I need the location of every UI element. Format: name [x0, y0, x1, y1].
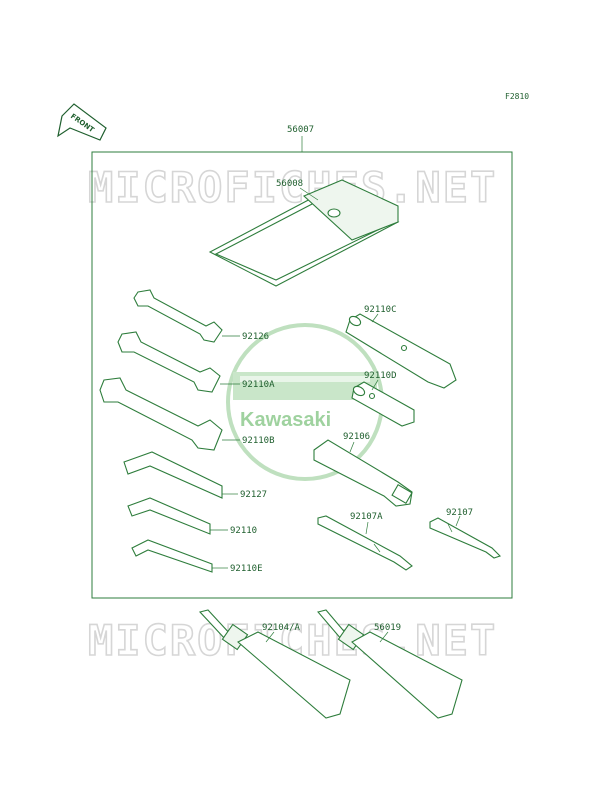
figure-code: F2810 [505, 92, 529, 101]
label-wrench-small: 92126 [242, 332, 269, 342]
front-arrow-icon: FRONT [57, 103, 107, 141]
wrench-small [133, 289, 223, 343]
label-driver-phillips: 92107 [446, 508, 473, 518]
grease-tube-left [198, 609, 351, 719]
plug-socket [345, 313, 457, 389]
hex-key-mid [127, 497, 211, 535]
label-wrench-mid: 92110A [242, 380, 275, 390]
label-tube-right: 56019 [374, 623, 401, 633]
socket-small [351, 381, 415, 427]
wrench-mid [117, 331, 221, 393]
label-hex-small: 92110E [230, 564, 263, 574]
wrench-large [99, 377, 223, 451]
driver-bit-phillips [429, 517, 502, 559]
grease-tube-right [317, 609, 463, 719]
hex-key-small [131, 539, 213, 573]
label-plug-socket: 92110C [364, 305, 397, 315]
driver-bit-flat [317, 515, 413, 571]
driver-handle [313, 439, 413, 507]
label-hex-mid: 92110 [230, 526, 257, 536]
tool-pouch [208, 179, 400, 287]
watermark-top: MICROFICHES.NET [88, 163, 497, 212]
logo-text: Kawasaki [240, 409, 331, 431]
hex-key-large [123, 451, 223, 499]
label-kit: 56007 [287, 125, 314, 135]
label-pouch: 56008 [276, 179, 303, 189]
label-driver-flat: 92107A [350, 512, 383, 522]
label-tube-left: 92104/A [262, 623, 301, 633]
label-wrench-large: 92110B [242, 436, 275, 446]
label-hex-large: 92127 [240, 490, 267, 500]
label-socket-small: 92110D [364, 371, 397, 381]
label-handle: 92106 [343, 432, 370, 442]
